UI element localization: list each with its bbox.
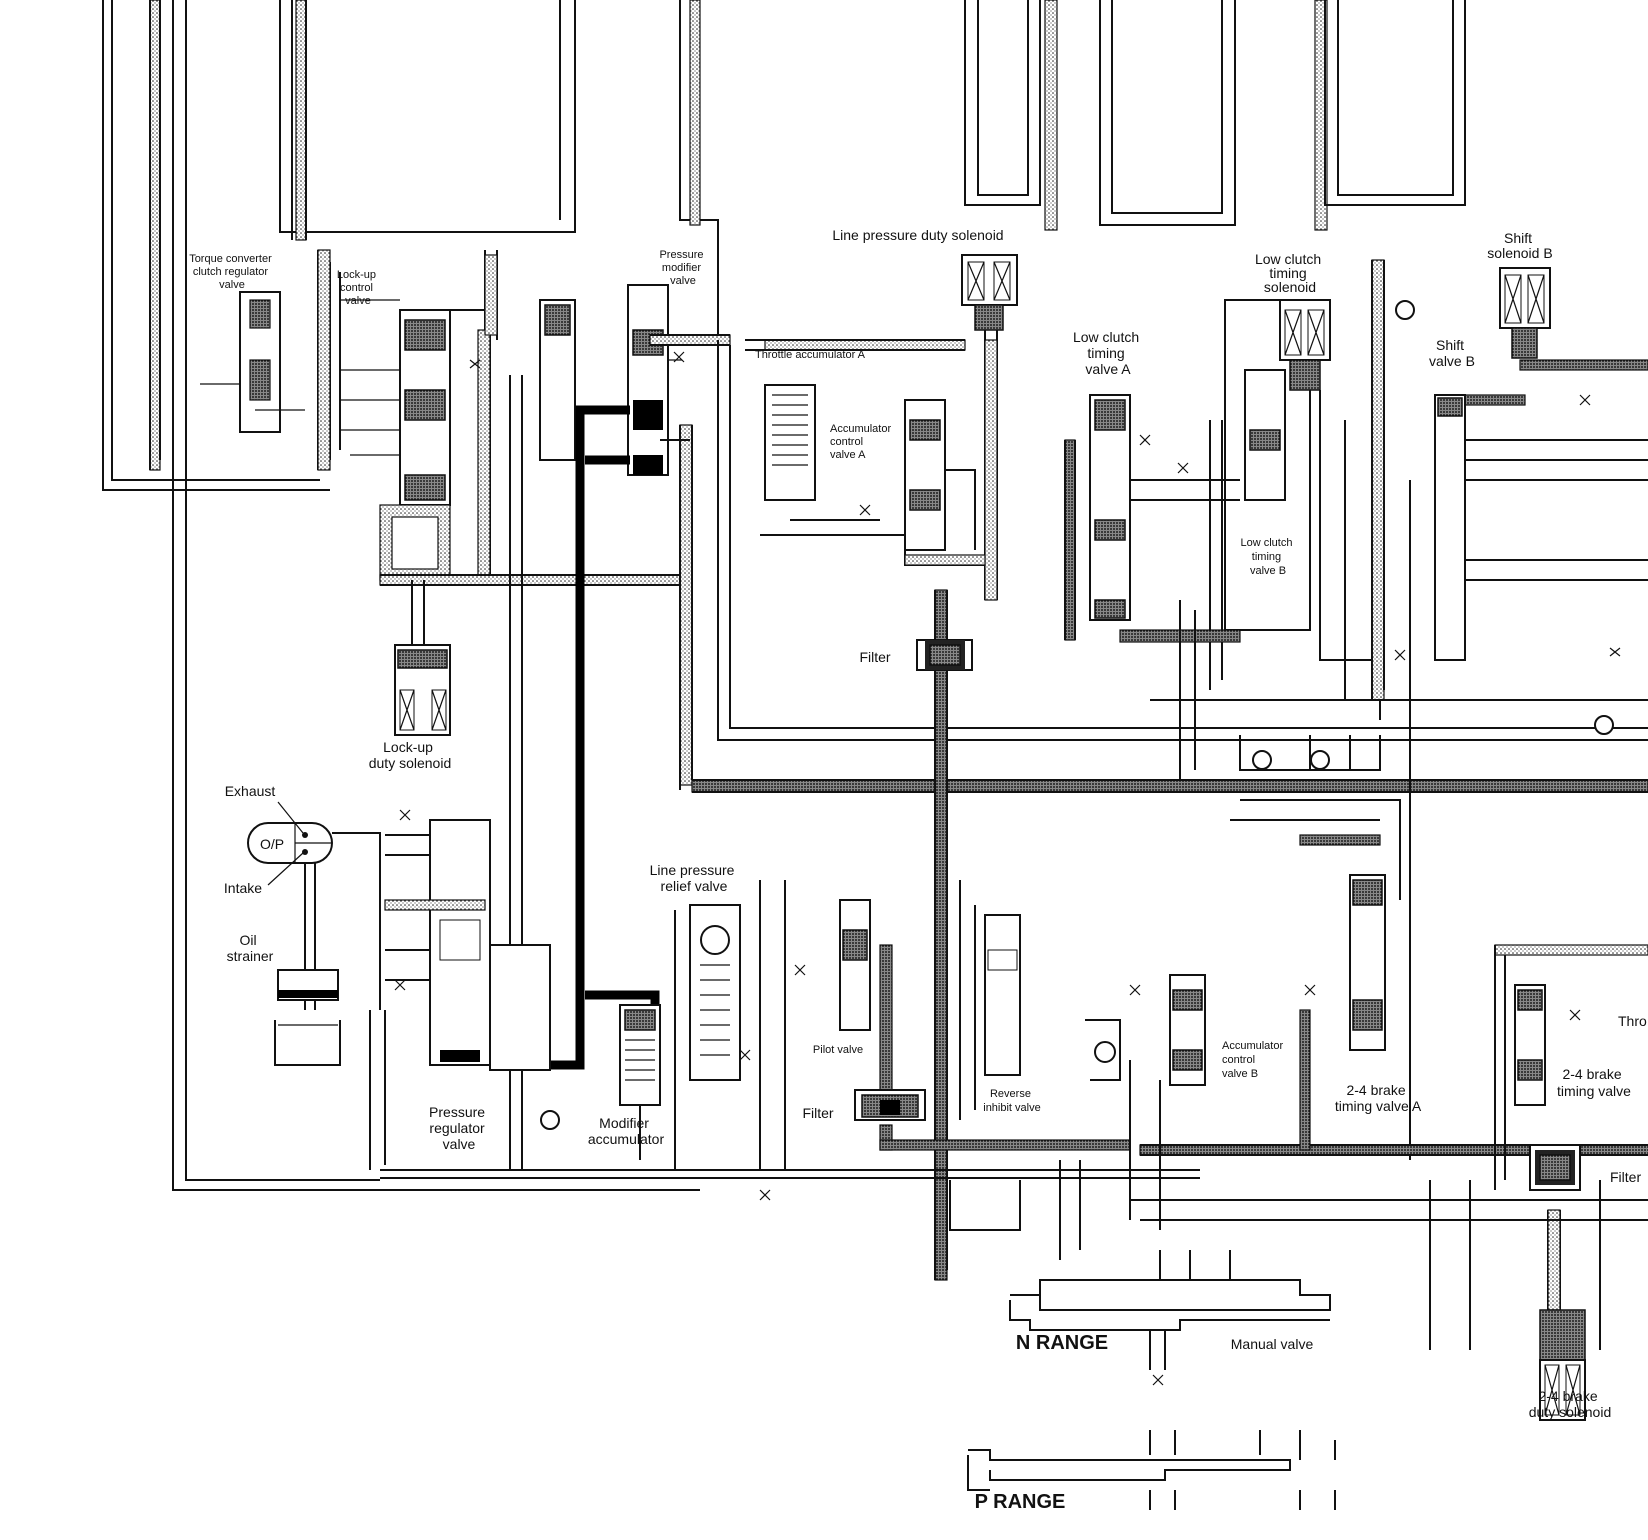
label-brake-duty-solenoid: 2-4 brake duty solenoid <box>1529 1388 1612 1420</box>
label-brake-timing-valve-a: 2-4 brake timing valve A <box>1335 1082 1422 1114</box>
label-lockup-duty-solenoid: Lock-up duty solenoid <box>369 739 452 771</box>
label-p-range: P RANGE <box>975 1491 1066 1513</box>
label-shift-valve-b: Shift valve B <box>1429 337 1475 369</box>
label-filter-center: Filter <box>859 649 890 665</box>
label-oil-strainer: Oil strainer <box>227 932 274 964</box>
label-op: O/P <box>260 836 284 852</box>
labels: Torque converter clutch regulator valve … <box>189 227 1647 1513</box>
lockup-duty-solenoid <box>394 580 451 736</box>
pressure-regulator-valve <box>369 809 551 1170</box>
label-reverse-inhibit-valve: Reverse inhibit valve <box>983 1088 1040 1114</box>
line-pressure-relief-valve <box>674 880 761 1170</box>
label-accumulator-control-valve-b: Accumulator control valve B <box>1222 1040 1286 1080</box>
label-exhaust: Exhaust <box>225 783 276 799</box>
filter-lower <box>854 1089 1131 1151</box>
label-n-range: N RANGE <box>1016 1332 1108 1354</box>
lockup-control-valve <box>340 299 491 581</box>
label-pressure-modifier-valve: Pressure modifier valve <box>659 249 706 287</box>
oil-pump <box>247 801 381 1066</box>
label-throttle-accumulator-a: Throttle accumulator A <box>755 349 866 361</box>
pilot-valve <box>784 880 893 1170</box>
lower-passages <box>380 1160 1648 1350</box>
torque-converter-valve <box>200 249 341 471</box>
label-torque-converter: Torque converter clutch regulator valve <box>189 253 275 291</box>
manual-valve-p <box>967 1430 1336 1510</box>
label-intake: Intake <box>224 880 262 896</box>
label-pilot-valve: Pilot valve <box>813 1044 863 1056</box>
throttle-accumulator-a <box>745 339 966 501</box>
label-filter-lower: Filter <box>802 1105 833 1121</box>
label-pressure-regulator-valve: Pressure regulator valve <box>429 1104 489 1152</box>
label-manual-valve: Manual valve <box>1231 1336 1314 1352</box>
label-line-pressure-relief-valve: Line pressure relief valve <box>650 862 739 894</box>
label-thro-partial: Thro <box>1618 1013 1647 1029</box>
upper-left-passages <box>379 250 691 1170</box>
left-outer-passages <box>102 0 1466 1191</box>
label-modifier-accumulator: Modifier accumulator <box>588 1115 665 1147</box>
reverse-inhibit-valve <box>959 880 1121 1120</box>
label-shift-solenoid-b: Shift solenoid B <box>1487 230 1552 261</box>
label-low-clutch-timing-solenoid: Low clutch timing solenoid <box>1255 251 1325 295</box>
label-brake-timing-valve-right: 2-4 brake timing valve <box>1557 1066 1631 1099</box>
pressure-modifier-valve <box>627 284 731 476</box>
brake-timing-valve-a <box>1230 799 1401 1151</box>
label-accumulator-control-valve-a: Accumulator control valve A <box>830 423 894 461</box>
brake-timing-valve-right <box>1494 944 1648 1190</box>
label-filter-right: Filter <box>1610 1169 1641 1185</box>
line-pressure-duty-solenoid <box>961 254 1018 601</box>
low-clutch-timing-solenoid <box>1224 299 1381 720</box>
low-clutch-timing-valve-a <box>1064 394 1240 641</box>
brake-duty-solenoid <box>1539 1209 1586 1421</box>
shift-solenoid-b <box>1454 267 1648 406</box>
shift-valve-b <box>1394 394 1648 661</box>
right-passages <box>1119 259 1648 1160</box>
accumulator-control-valve-a <box>760 399 986 566</box>
label-low-clutch-timing-valve-a: Low clutch timing valve A <box>1073 329 1143 377</box>
manual-valve-n <box>1009 1250 1331 1386</box>
label-low-clutch-timing-valve-b: Low clutch timing valve B <box>1240 537 1295 577</box>
filter-right <box>1529 1144 1581 1191</box>
label-line-pressure-duty-solenoid: Line pressure duty solenoid <box>832 227 1003 243</box>
label-lockup-control-valve: Lock-up control valve <box>337 269 379 307</box>
filter-center <box>916 589 973 1281</box>
modifier-accumulator <box>540 1004 661 1160</box>
